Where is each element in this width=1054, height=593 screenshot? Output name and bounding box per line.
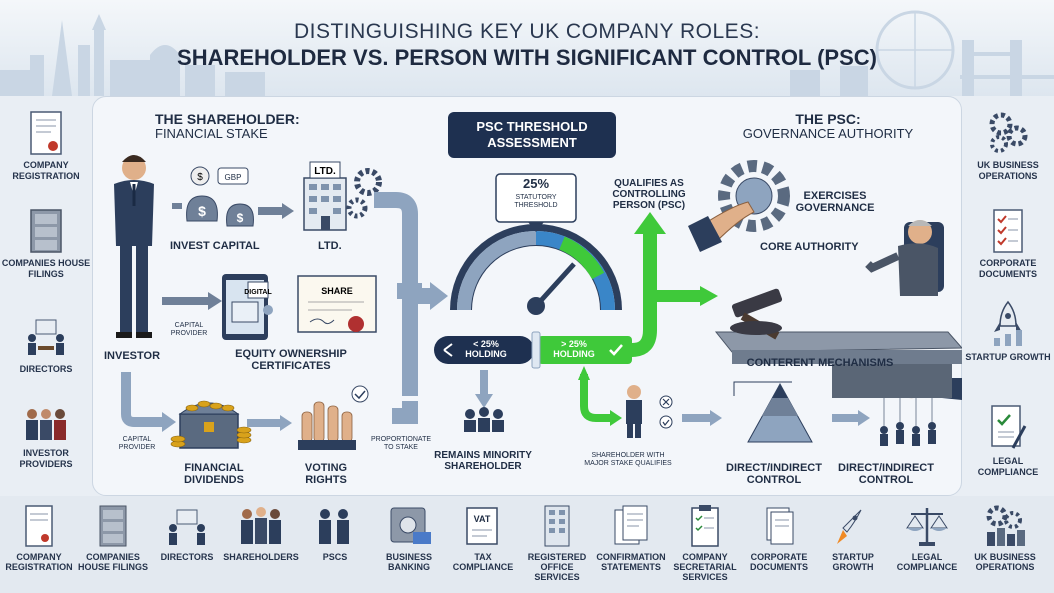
psc-heading: THE PSC: GOVERNANCE AUTHORITY — [718, 111, 938, 142]
folder-docs-icon — [766, 507, 794, 545]
svg-text:$: $ — [197, 172, 203, 183]
meeting-icon — [169, 509, 205, 545]
bottom-item-uk-business-operations: UK BUSINESS OPERATIONS — [966, 504, 1044, 572]
mechanisms-label: CONTERENT MECHANISMS — [746, 357, 894, 369]
bottom-item-legal-compliance: LEGAL COMPLIANCE — [888, 504, 966, 572]
title-line-1: DISTINGUISHING KEY UK COMPANY ROLES: — [293, 20, 761, 43]
threshold-value: 25% — [522, 176, 550, 191]
vat-icon: VAT — [466, 507, 498, 545]
invest-capital-label: INVEST CAPITAL — [170, 240, 260, 252]
right-sidebar-item-startup-growth: STARTUP GROWTH — [962, 300, 1054, 363]
rocket-icon — [994, 300, 1022, 346]
capital-provider-label-1: CAPITAL PROVIDER — [170, 322, 208, 337]
equity-certificates-label: EQUITY OWNERSHIP CERTIFICATES — [235, 348, 347, 373]
qualifies-psc-label: QUALIFIES AS CONTROLLING PERSON (PSC) — [612, 178, 686, 211]
svg-text:$: $ — [198, 203, 206, 219]
bottom-item-business-banking: BUSINESS BANKING — [370, 504, 448, 572]
money-bags-icon: $ $ $ — [186, 166, 254, 227]
bottom-item-directors: DIRECTORS — [148, 504, 226, 562]
gbp-label: GBP — [225, 173, 242, 182]
bottom-item-tax-compliance: VAT TAX COMPLIANCE — [444, 504, 522, 572]
capital-provider-label-2: CAPITAL PROVIDER — [118, 436, 156, 451]
proportionate-label: PROPORTIONATE TO STAKE — [370, 436, 432, 451]
threshold-assessment-box: PSC THRESHOLD ASSESSMENT — [448, 112, 616, 158]
control-pyramid-icon — [733, 381, 813, 443]
rocket-icon — [837, 509, 862, 544]
shareholder-heading: THE SHAREHOLDER: FINANCIAL STAKE — [155, 111, 300, 142]
meeting-icon — [28, 319, 64, 355]
investor-figure-icon — [114, 155, 154, 338]
financial-dividends-label: FINANCIAL DIVIDENDS — [184, 462, 244, 487]
bottom-item-startup-growth: STARTUP GROWTH — [814, 504, 892, 572]
bottom-item-company-registration: COMPANY REGISTRATION — [0, 504, 78, 572]
voting-rights-label: VOTING RIGHTS — [304, 462, 348, 487]
right-sidebar-item-uk-business-operations: UK BUSINESS OPERATIONS — [962, 110, 1054, 182]
bottom-item-companies-house-filings: COMPANIES HOUSE FILINGS — [74, 504, 152, 572]
svg-text:$: $ — [237, 211, 244, 225]
title-line-2: SHAREHOLDER VS. PERSON WITH SIGNIFICANT … — [177, 45, 877, 70]
remains-minority-label: REMAINS MINORITY SHAREHOLDER — [434, 450, 532, 472]
left-sidebar-item-companies-house-filings: COMPANIES HOUSE FILINGS — [0, 208, 92, 280]
raised-hands-icon — [298, 401, 356, 450]
right-sidebar-item-corporate-documents: CORPORATE DOCUMENTS — [962, 208, 1054, 280]
core-authority-label: CORE AUTHORITY — [760, 241, 859, 253]
scales-icon — [906, 508, 948, 546]
london-skyline-icon — [0, 10, 1054, 96]
gears-icon — [989, 112, 1028, 153]
header: DISTINGUISHING KEY UK COMPANY ROLES: SHA… — [0, 0, 1054, 96]
left-sidebar-item-company-registration: COMPANY REGISTRATION — [0, 110, 92, 182]
documents-icon — [614, 505, 648, 545]
share-certificate-icon — [297, 275, 377, 333]
clipboard-icon — [691, 505, 719, 547]
shareholder-subheading: FINANCIAL STAKE — [155, 126, 268, 142]
people-icon — [319, 509, 349, 544]
treasure-chest-icon — [170, 400, 252, 449]
svg-text:VAT: VAT — [474, 514, 491, 524]
left-sidebar-item-directors: DIRECTORS — [0, 316, 92, 375]
certificate-icon — [25, 505, 53, 547]
direct-indirect-control-label-2: DIRECT/INDIRECT CONTROL — [838, 462, 934, 487]
left-sidebar-item-investor-providers: INVESTOR PROVIDERS — [0, 404, 92, 470]
above-threshold-pill: > 25% HOLDING — [553, 339, 595, 359]
bottom-item-registered-office-services: REGISTERED OFFICE SERVICES — [518, 504, 596, 582]
bottom-item-shareholders: SHAREHOLDERS — [222, 504, 300, 562]
ltd-sign: LTD. — [314, 166, 336, 177]
executive-desk-icon — [714, 220, 962, 398]
ltd-building-icon — [303, 161, 382, 231]
bottom-item-corporate-documents: CORPORATE DOCUMENTS — [740, 504, 818, 572]
psc-subheading: GOVERNANCE AUTHORITY — [742, 126, 914, 142]
investor-label: INVESTOR — [104, 350, 161, 362]
bottom-item-confirmation-statements: CONFIRMATION STATEMENTS — [592, 504, 670, 572]
certificate-icon — [30, 111, 62, 155]
threshold-label: STATUTORY THRESHOLD — [514, 194, 558, 209]
digital-certificate-icon — [222, 274, 273, 340]
legal-doc-icon — [991, 405, 1027, 449]
share-label: SHARE — [321, 286, 353, 296]
ltd-label: LTD. — [318, 240, 342, 252]
digital-label: DIGITAL — [244, 289, 272, 296]
minority-shareholder-icon — [464, 407, 504, 432]
gavel-icon — [730, 288, 783, 340]
major-stake-label: SHAREHOLDER WITH MAJOR STAKE QUALIFIES — [584, 452, 672, 467]
filing-cabinet-icon — [30, 209, 62, 253]
below-threshold-pill: < 25% HOLDING — [465, 339, 507, 359]
handshake-icon — [241, 507, 281, 544]
checklist-icon — [993, 209, 1023, 253]
safe-icon — [390, 507, 431, 544]
exercises-governance-label: EXERCISES GOVERNANCE — [795, 190, 875, 215]
governance-gear-icon — [688, 160, 790, 252]
people-group-icon — [26, 409, 66, 440]
threshold-gauge-icon — [450, 224, 622, 315]
flow-diagram: $ $ $ GBP LTD. DIGITAL — [114, 155, 962, 450]
right-sidebar-item-legal-compliance: LEGAL COMPLIANCE — [962, 404, 1054, 478]
gears-city-icon — [986, 505, 1025, 546]
major-shareholder-icon — [626, 385, 673, 438]
filing-cabinet-icon — [99, 505, 127, 547]
office-building-icon — [544, 505, 570, 547]
direct-indirect-control-label-1: DIRECT/INDIRECT CONTROL — [726, 462, 822, 487]
bottom-item-company-secretarial-services: COMPANY SECRETARIAL SERVICES — [666, 504, 744, 582]
bottom-item-pscs: PSCS — [296, 504, 374, 562]
